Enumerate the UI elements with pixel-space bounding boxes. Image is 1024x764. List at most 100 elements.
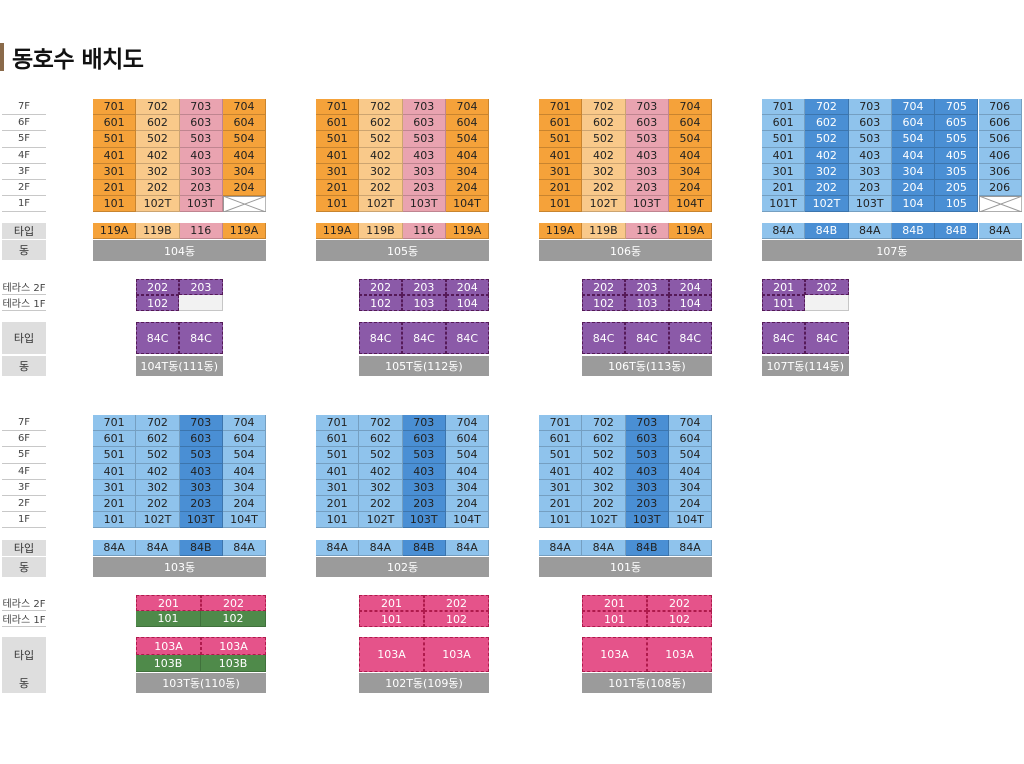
unit-cell: 402 [136, 147, 180, 164]
unit-cell: 202 [136, 496, 180, 513]
unit-cell: 504 [445, 131, 490, 148]
terrace-unit: 201 [136, 595, 201, 611]
unit-cell: 204 [891, 180, 936, 197]
terrace-unit: 101 [582, 611, 647, 627]
unit-cell: 704 [668, 415, 713, 432]
terrace-unit: 101 [762, 295, 806, 311]
title-accent-bar [0, 43, 4, 71]
unit-cell: 301 [93, 163, 137, 180]
unit-cell: 604 [222, 115, 267, 132]
unit-cell: 102T [359, 512, 403, 529]
unit-cell: 503 [625, 131, 669, 148]
unit-cell: 704 [445, 99, 490, 116]
type-cell: 84A [582, 540, 626, 556]
terrace-unit: 201 [582, 595, 647, 611]
type-cell: 84B [805, 223, 849, 239]
unit-cell: 304 [222, 163, 267, 180]
unit-cell: 204 [668, 496, 713, 513]
unit-cell: 103T [625, 512, 669, 529]
unit-cell: 202 [136, 180, 180, 197]
unit-cell: 102T [582, 196, 626, 213]
terrace-unit: 202 [424, 595, 489, 611]
unit-cell: 301 [762, 163, 806, 180]
unit-cell: 702 [582, 99, 626, 116]
unit-cell: 706 [978, 99, 1022, 116]
unit-cell: 202 [805, 180, 849, 197]
unit-cell: 303 [625, 479, 669, 496]
unit-cell: 704 [222, 99, 267, 116]
type-cell: 119B [359, 223, 403, 239]
terrace-type-cell: 103A [647, 637, 712, 672]
unit-cell: 601 [93, 115, 137, 132]
building-name: 106동 [539, 240, 713, 261]
unit-cell: 602 [805, 115, 849, 132]
terrace-unit: 203 [625, 279, 669, 295]
type-cell: 84B [935, 223, 979, 239]
unit-cell: 301 [316, 479, 360, 496]
terrace-unit: 202 [647, 595, 712, 611]
unit-cell: 403 [179, 147, 223, 164]
floor-label: 6F [2, 431, 46, 448]
terrace-building-name: 106T동(113동) [582, 356, 712, 376]
unit-cell: 204 [222, 496, 267, 513]
terrace-1f-label: 테라스 1F [2, 295, 46, 311]
unit-cell: 301 [539, 163, 583, 180]
unit-cell: 101 [93, 512, 137, 529]
unit-cell: 605 [935, 115, 979, 132]
unit-cell: 403 [179, 463, 223, 480]
type-cell: 119A [93, 223, 137, 239]
unit-cell: 602 [582, 431, 626, 448]
terrace-unit: 204 [445, 279, 489, 295]
unit-cell: 603 [402, 115, 446, 132]
unit-cell: 201 [316, 496, 360, 513]
unit-cell: 203 [625, 496, 669, 513]
unit-cell: 101 [539, 512, 583, 529]
unit-cell: 404 [668, 147, 713, 164]
empty-unit [805, 295, 849, 311]
unit-cell: 702 [359, 99, 403, 116]
unit-cell: 505 [935, 131, 979, 148]
unit-cell: 303 [402, 163, 446, 180]
unit-cell: 503 [179, 447, 223, 464]
unit-cell: 203 [402, 180, 446, 197]
type-cell: 119A [668, 223, 713, 239]
unit-cell: 202 [582, 180, 626, 197]
unit-cell: 601 [316, 431, 360, 448]
unit-cell: 204 [445, 180, 490, 197]
unit-cell: 503 [179, 131, 223, 148]
unit-cell: 404 [668, 463, 713, 480]
unit-cell: 202 [359, 496, 403, 513]
type-cell: 84A [445, 540, 490, 556]
unit-cell: 302 [136, 479, 180, 496]
unit-cell: 702 [136, 99, 180, 116]
unit-cell: 406 [978, 147, 1022, 164]
unit-cell: 102T [359, 196, 403, 213]
type-cell: 84A [668, 540, 713, 556]
unit-cell: 703 [179, 415, 223, 432]
unit-cell: 604 [668, 431, 713, 448]
terrace-type-cell: 84C [668, 322, 712, 354]
terrace-unit: 202 [201, 595, 266, 611]
unit-cell: 606 [978, 115, 1022, 132]
page-title: 동호수 배치도 [12, 47, 144, 73]
unit-cell: 701 [539, 415, 583, 432]
terrace-type-cell: 103A [136, 637, 201, 655]
terrace-unit: 203 [402, 279, 446, 295]
unit-cell: 502 [136, 447, 180, 464]
unit-cell: 404 [222, 463, 267, 480]
terrace-unit: 204 [668, 279, 712, 295]
unit-cell: 701 [93, 99, 137, 116]
unit-cell: 403 [848, 147, 892, 164]
terrace-unit: 103 [625, 295, 669, 311]
unit-cell: 404 [445, 147, 490, 164]
unit-cell: 102T [136, 512, 180, 529]
unit-cell: 502 [359, 447, 403, 464]
unit-cell: 601 [316, 115, 360, 132]
unit-cell: 104T [668, 512, 713, 529]
unit-cell: 504 [222, 131, 267, 148]
unit-cell: 501 [762, 131, 806, 148]
unit-cell: 303 [402, 479, 446, 496]
unit-cell: 604 [668, 115, 713, 132]
terrace-building-name: 103T동(110동) [136, 673, 266, 693]
